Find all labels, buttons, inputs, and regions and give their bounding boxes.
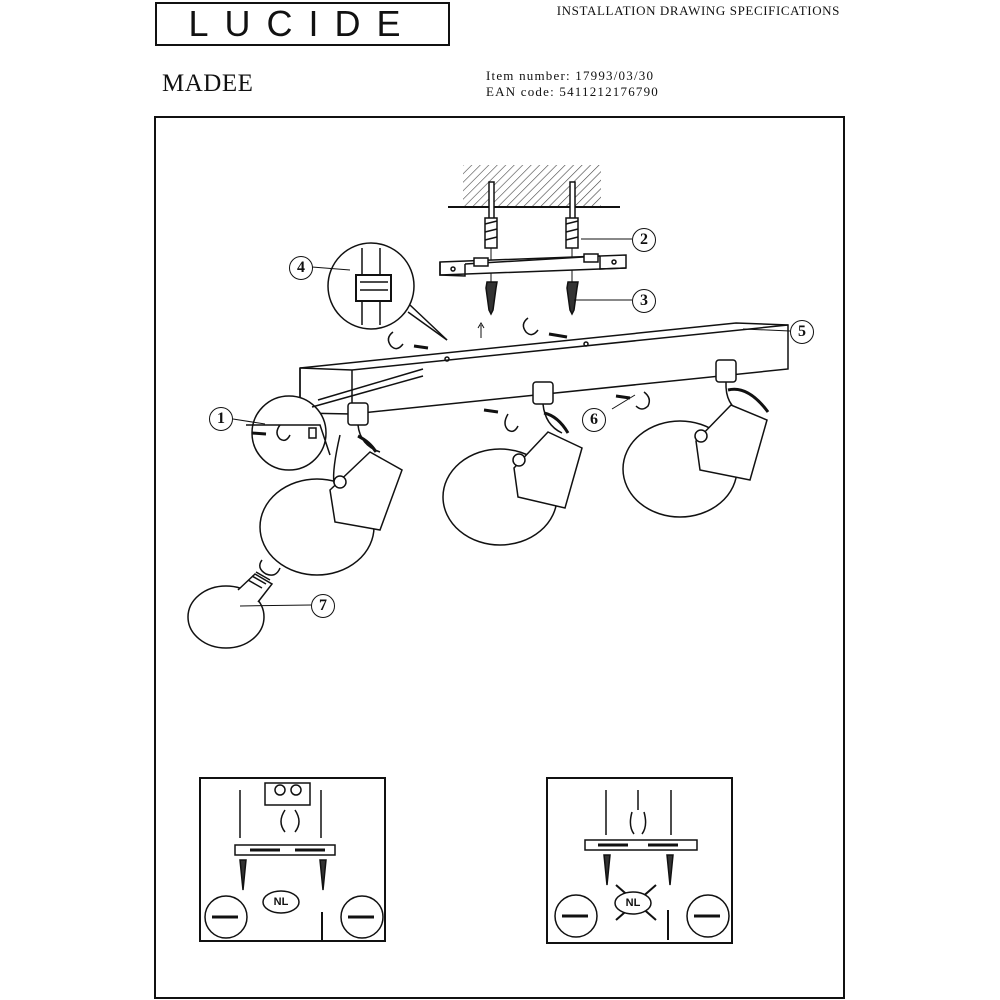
inset-right-badge (614, 891, 652, 915)
callout-4: 4 (289, 256, 313, 280)
spotlight-left (259, 402, 403, 576)
brand-logo: LUCIDE (155, 2, 450, 46)
mounting-screws (485, 281, 579, 316)
wall-plugs (484, 181, 579, 285)
item-number-label: Item number: (486, 68, 571, 83)
spotlight-middle (442, 381, 583, 546)
mounting-bracket (439, 253, 627, 277)
ean-label: EAN code: (486, 84, 555, 99)
callout-7: 7 (311, 594, 335, 618)
connection-detail (246, 368, 424, 471)
inset-left-badge (262, 890, 300, 914)
bar-screws (387, 317, 589, 362)
product-name: MADEE (162, 70, 254, 97)
callout-1: 1 (209, 407, 233, 431)
callout-3: 3 (632, 289, 656, 313)
item-number-row: Item number: 17993/03/30 (486, 68, 659, 84)
product-meta: Item number: 17993/03/30 EAN code: 54112… (486, 68, 659, 100)
light-bulb (187, 559, 281, 649)
spec-title: INSTALLATION DRAWING SPECIFICATIONS (556, 3, 840, 18)
inset-right-nl-label: NL (625, 897, 641, 909)
callout-5: 5 (790, 320, 814, 344)
ean-code: 5411212176790 (559, 84, 659, 99)
terminal-block-detail (327, 242, 448, 341)
ean-row: EAN code: 5411212176790 (486, 84, 659, 100)
callout-6: 6 (582, 408, 606, 432)
item-number: 17993/03/30 (575, 68, 655, 83)
ceiling (448, 165, 620, 208)
leader-lines (232, 238, 791, 607)
callout-2: 2 (632, 228, 656, 252)
spotlight-right (615, 359, 770, 518)
logo-text: LUCIDE (188, 3, 417, 44)
inset-right (546, 777, 733, 944)
inset-left-nl-label: NL (273, 896, 289, 908)
inset-left (199, 777, 386, 942)
drawing-frame (154, 116, 845, 999)
